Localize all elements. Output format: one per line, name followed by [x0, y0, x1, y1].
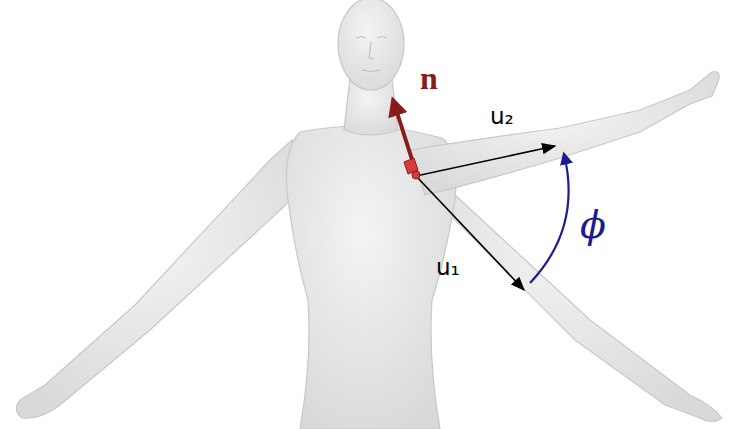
angle-label: ϕ: [580, 206, 606, 244]
angle-arc: [530, 154, 569, 283]
joint-dot: [412, 171, 420, 179]
human-figure: [16, 0, 722, 429]
vector-label: u₁: [436, 256, 460, 279]
vector-u2: [416, 146, 555, 176]
vector-label: n: [420, 62, 438, 94]
vector-label: u₂: [490, 105, 514, 128]
face-detail: [356, 37, 387, 72]
vector-u1: [416, 176, 524, 290]
